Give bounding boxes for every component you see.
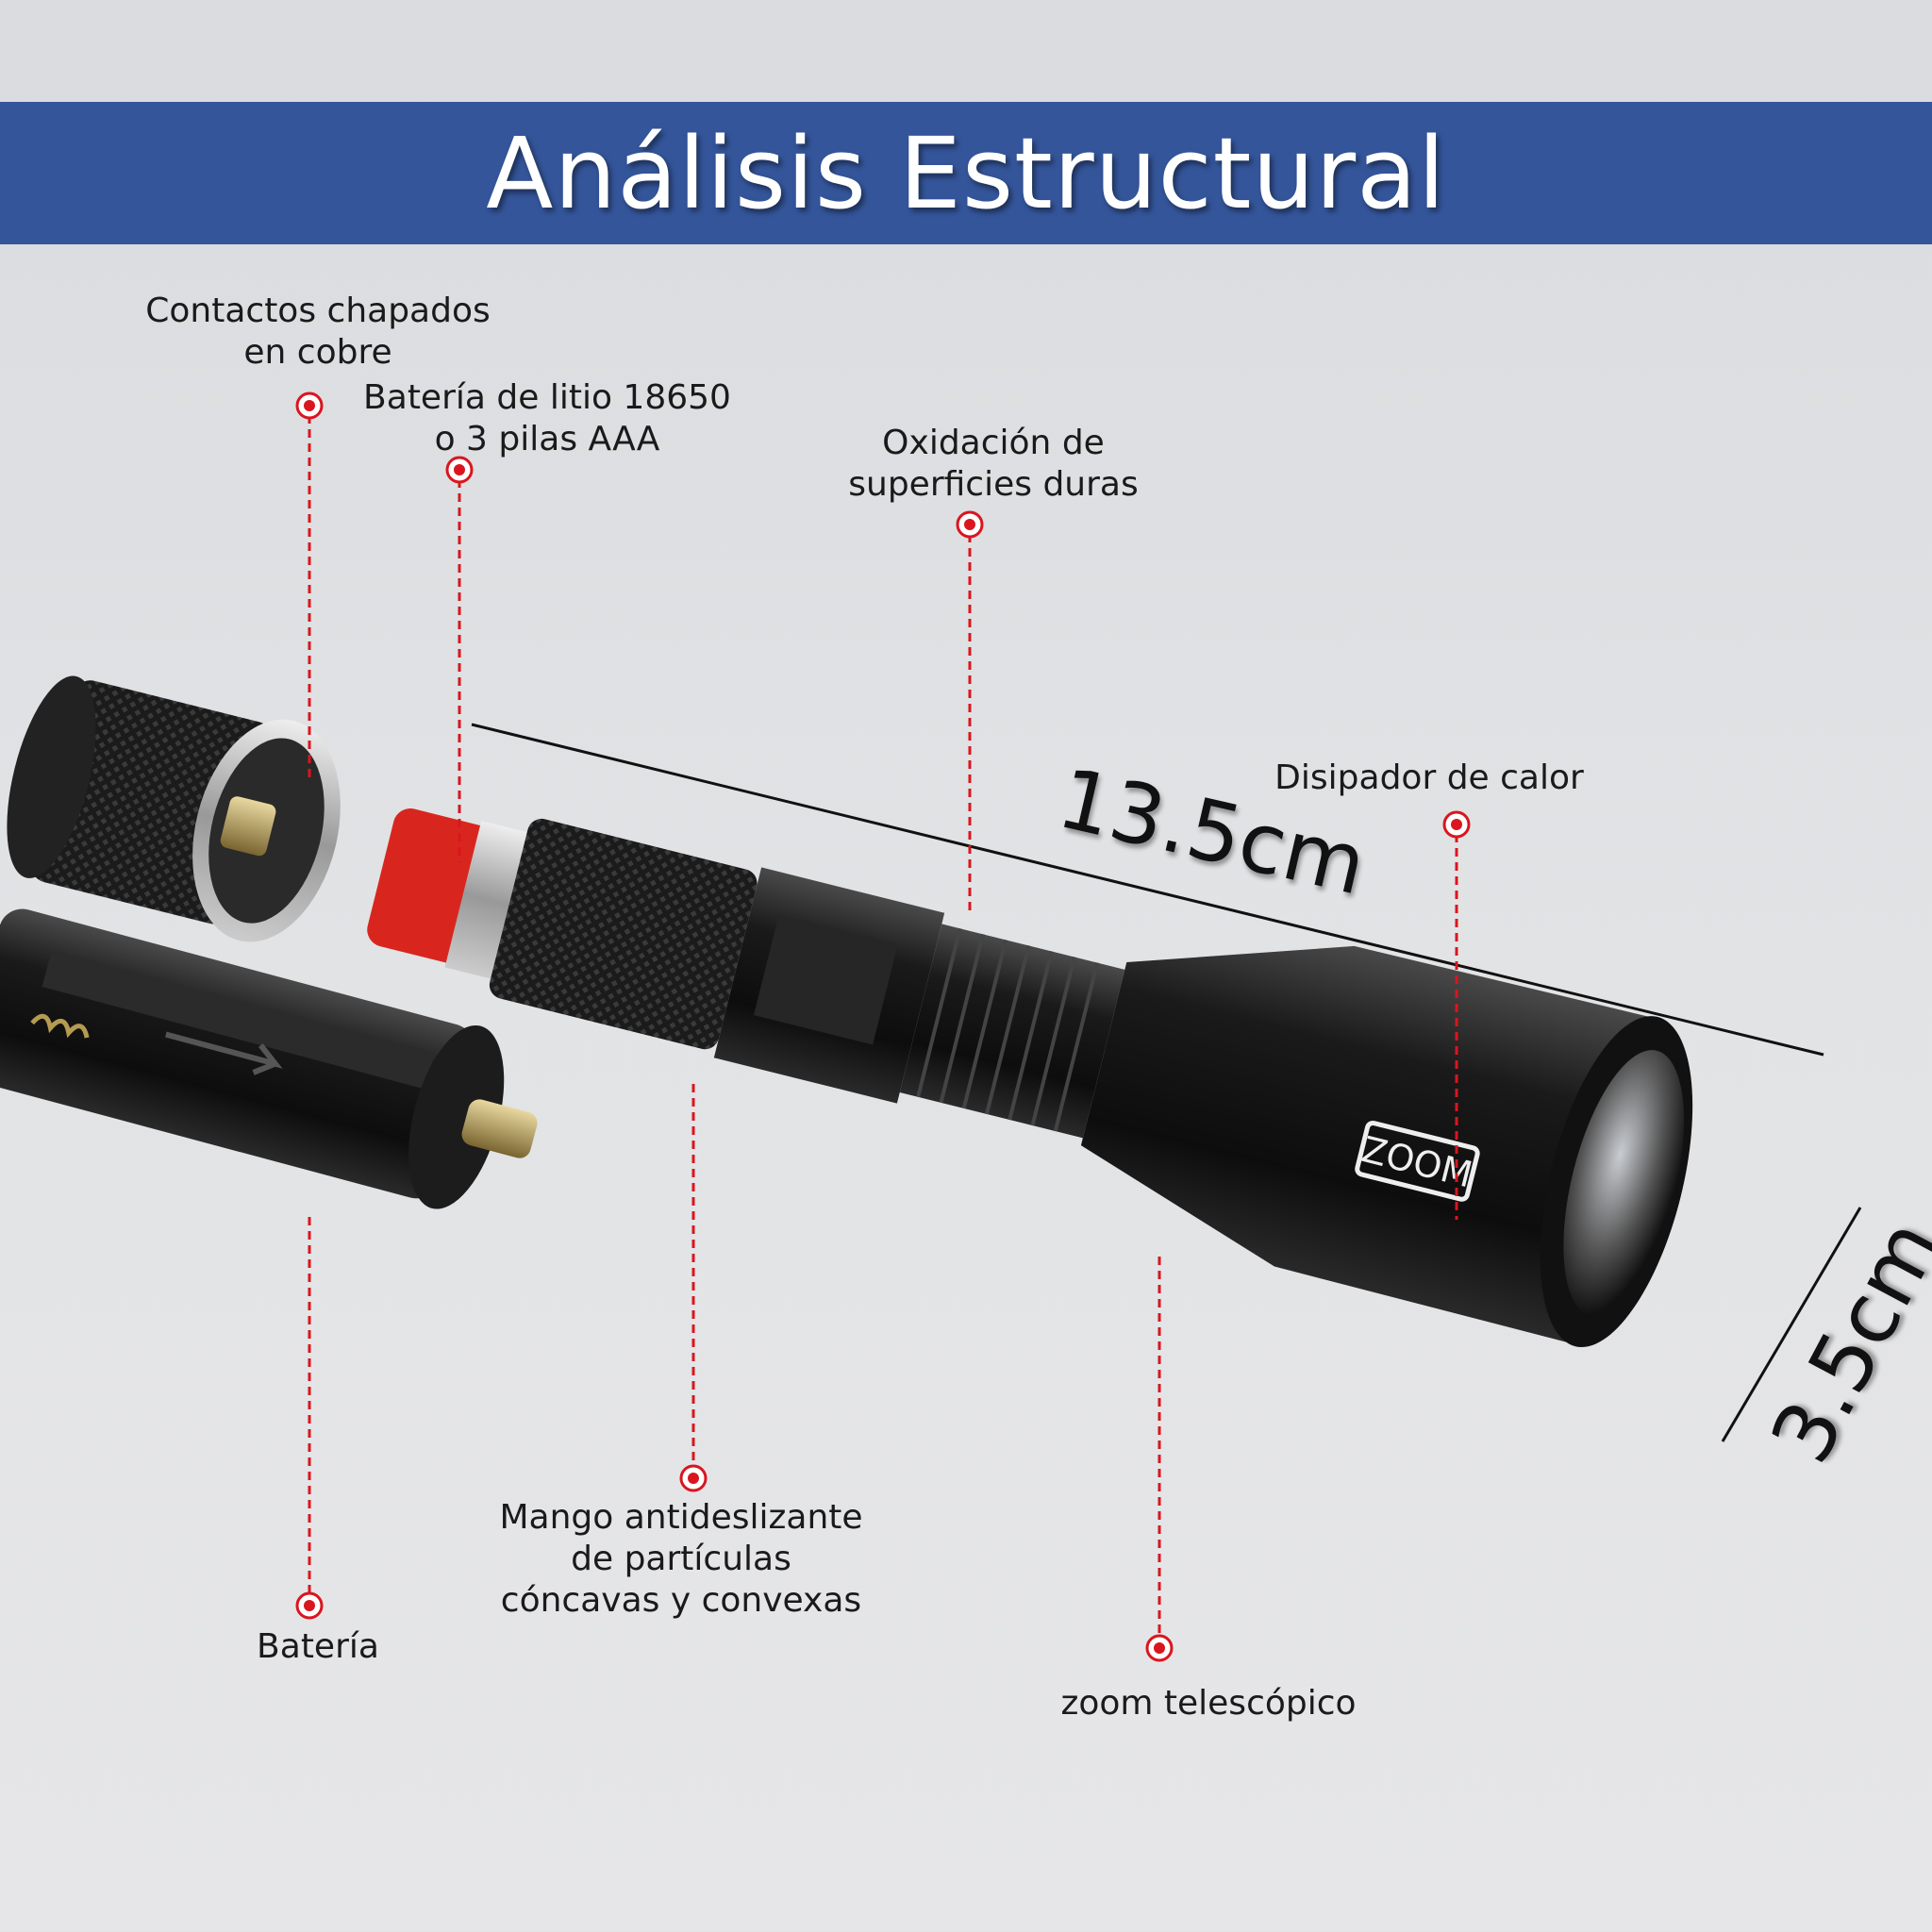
flashlight-body: ZOOM (367, 808, 1693, 1348)
page-title: Análisis Estructural (486, 115, 1446, 231)
label-line: de partículas (571, 1540, 791, 1578)
copper-contact (220, 796, 276, 857)
title-banner: Análisis Estructural (0, 102, 1932, 244)
label-line: Contactos chapados (145, 291, 491, 330)
brass-contact (461, 1099, 538, 1158)
label-battery-type: Batería de litio 18650 o 3 pilas AAA (363, 377, 731, 460)
battery-holder (0, 908, 538, 1209)
callout-dot-icon (1442, 810, 1471, 839)
label-grip: Mango antideslizante de partículas cónca… (499, 1497, 862, 1622)
callout-dots (295, 391, 1471, 1662)
label-contacts: Contactos chapados en cobre (145, 291, 491, 374)
cooling-fins (899, 924, 1125, 1139)
label-line: Batería de litio 18650 (363, 378, 731, 417)
label-oxidation: Oxidación de superficies duras (848, 423, 1138, 506)
label-line: Disipador de calor (1274, 758, 1584, 797)
callout-lines (308, 415, 1458, 1639)
label-line: Mango antideslizante (499, 1498, 863, 1537)
label-line: Oxidación de (882, 424, 1105, 462)
label-zoom: zoom telescópico (1060, 1683, 1356, 1724)
tail-cap (7, 675, 341, 942)
label-line: o 3 pilas AAA (434, 420, 660, 458)
label-line: en cobre (243, 333, 392, 372)
diameter-line (1721, 1207, 1862, 1442)
callout-dot-icon (956, 510, 984, 539)
length-line (471, 723, 1824, 1057)
label-line: superficies duras (848, 465, 1139, 504)
label-battery: Batería (257, 1626, 379, 1668)
lens (1563, 1050, 1685, 1317)
label-line: zoom telescópico (1060, 1684, 1357, 1723)
callout-dot-icon (295, 1591, 324, 1620)
label-line: cóncavas y convexas (500, 1581, 862, 1620)
callout-dot-icon (295, 391, 324, 420)
label-heatsink: Disipador de calor (1274, 758, 1584, 799)
label-line: Batería (257, 1627, 379, 1666)
callout-dot-icon (1145, 1634, 1174, 1662)
callout-dot-icon (679, 1464, 708, 1492)
callout-dot-icon (445, 456, 474, 484)
